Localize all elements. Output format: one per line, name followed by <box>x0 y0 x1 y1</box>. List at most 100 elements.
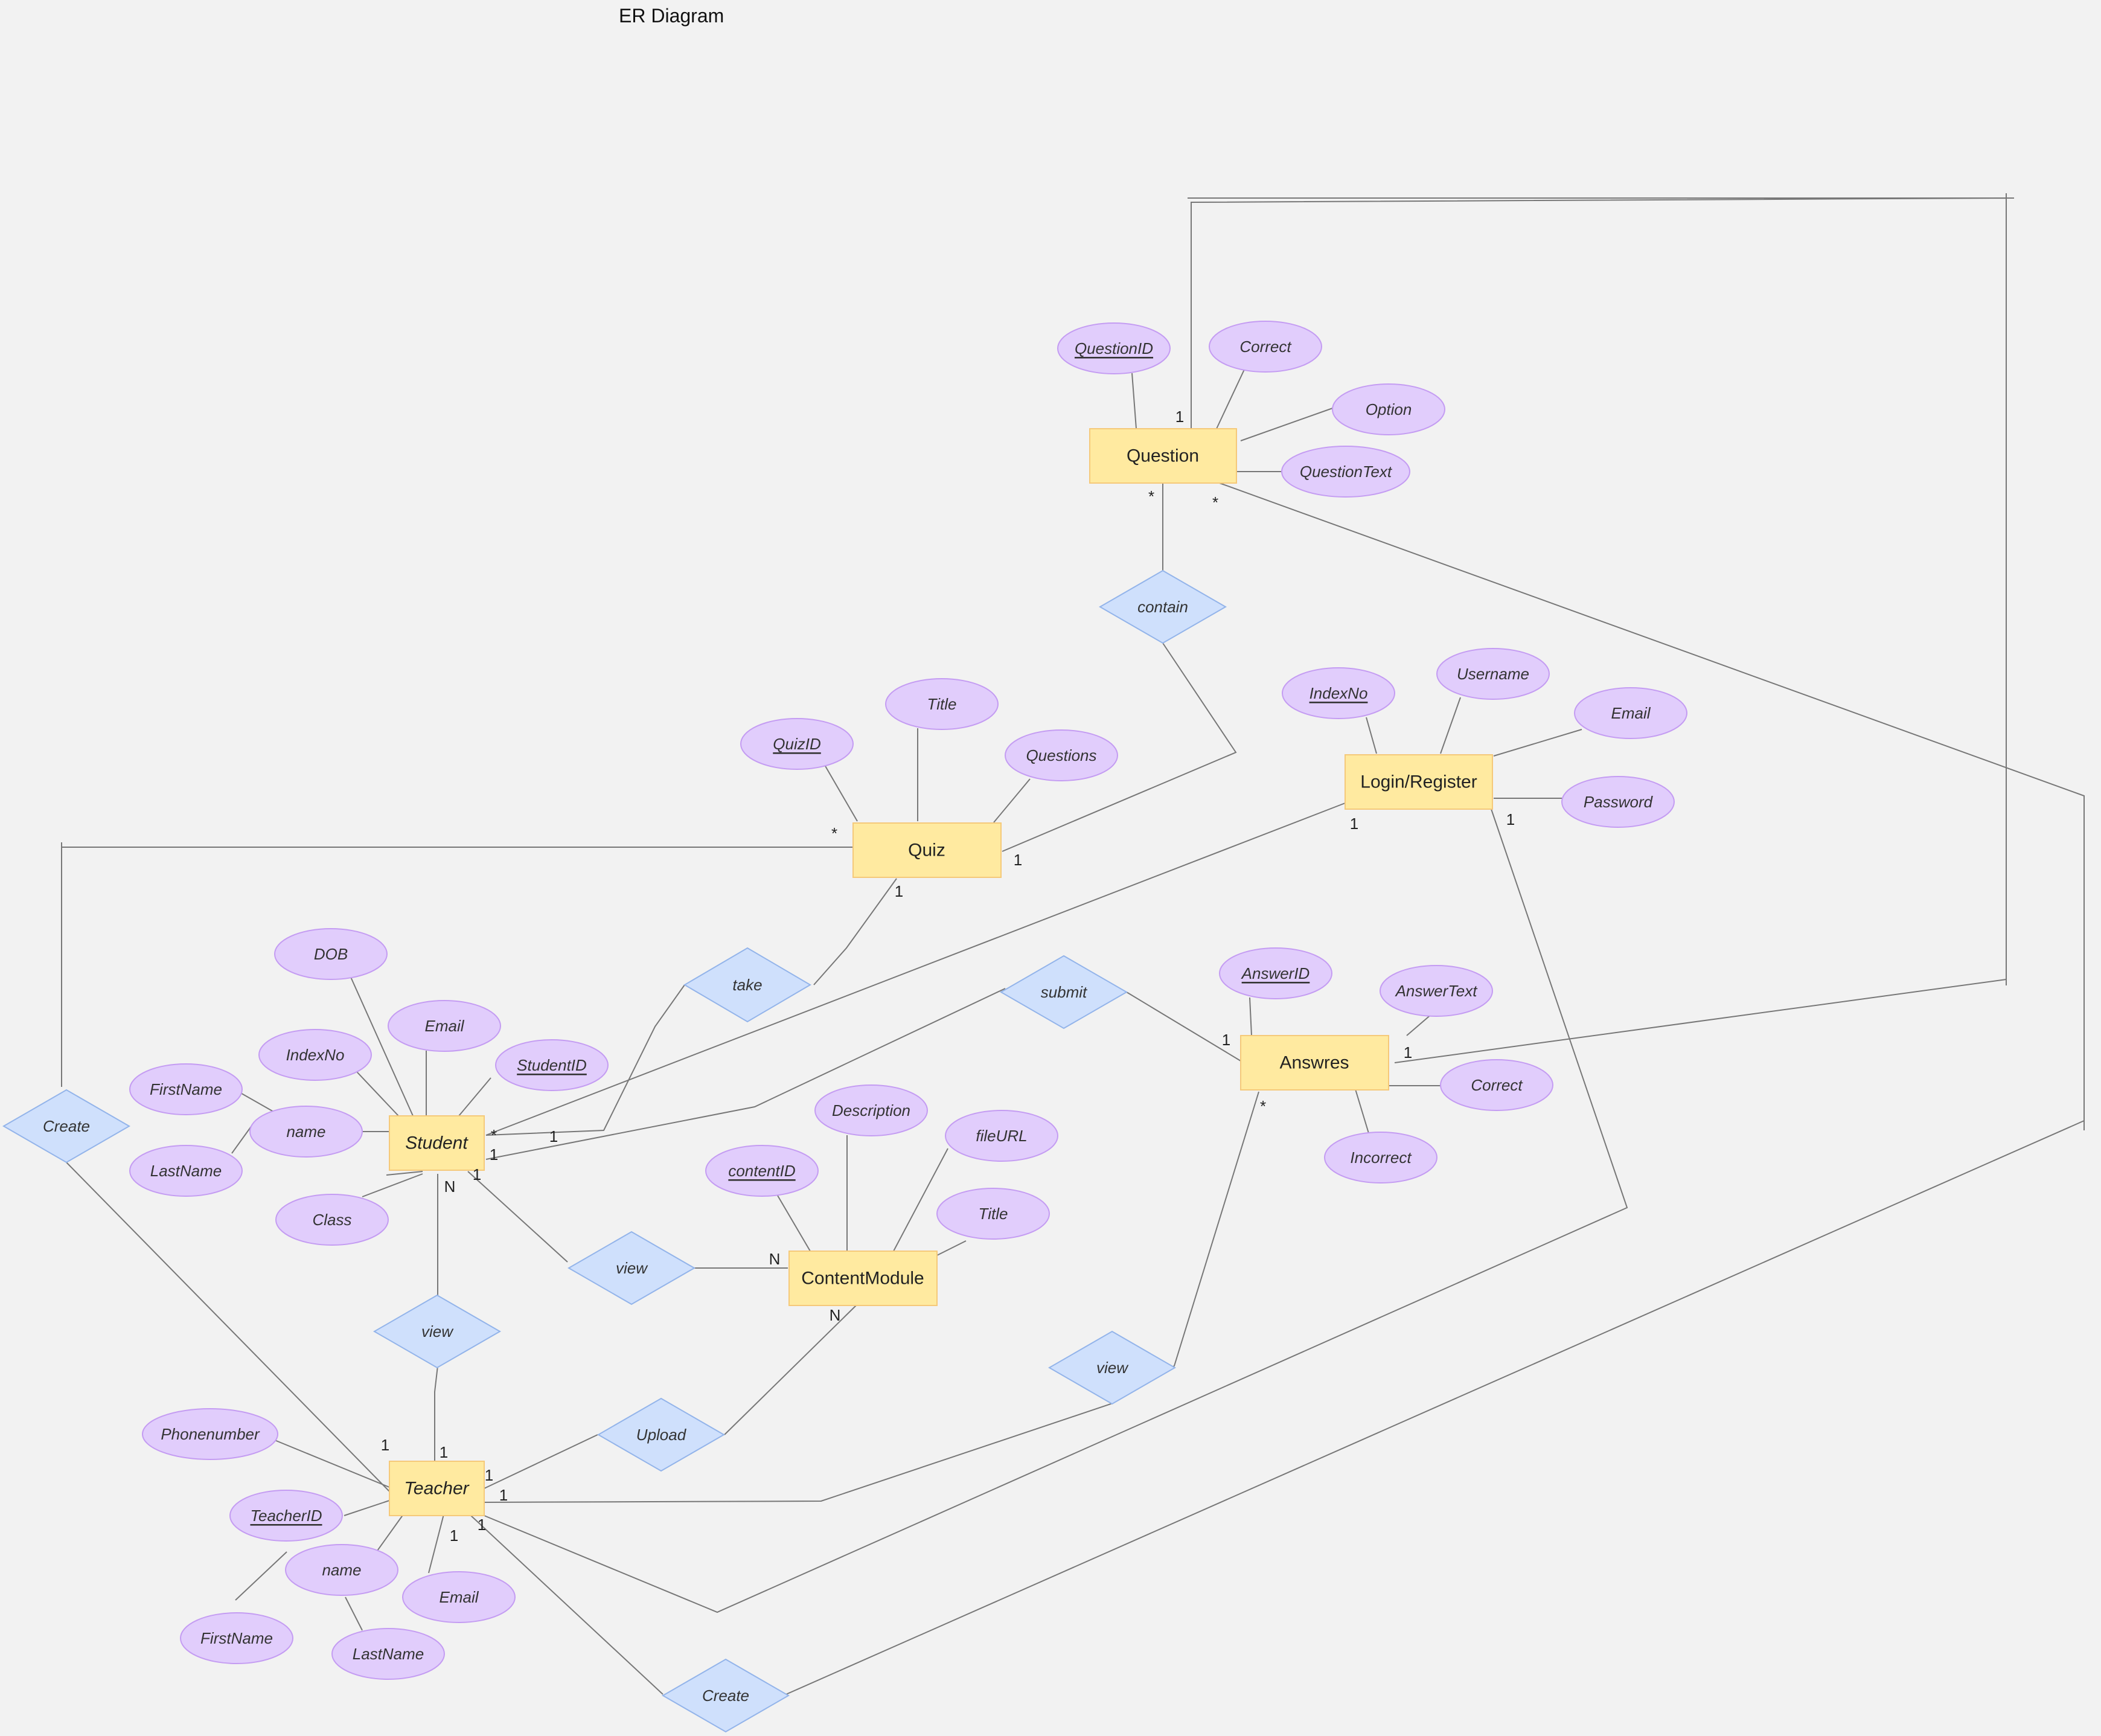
svg-text:LastName: LastName <box>150 1162 222 1180</box>
svg-text:LastName: LastName <box>353 1645 424 1663</box>
svg-text:contentID: contentID <box>728 1162 795 1180</box>
svg-text:Question: Question <box>1127 446 1199 466</box>
svg-text:IndexNo: IndexNo <box>1310 684 1368 702</box>
card-answers-view: * <box>1260 1097 1266 1115</box>
relationship-upload[interactable]: Upload <box>596 1397 726 1472</box>
attr-answer-text: AnswerText <box>1380 965 1493 1017</box>
card-student-view: N <box>444 1177 456 1196</box>
svg-text:Teacher: Teacher <box>404 1479 469 1499</box>
svg-text:Password: Password <box>1584 793 1654 811</box>
entity-student[interactable]: Student <box>389 1115 485 1171</box>
svg-text:Correct: Correct <box>1471 1076 1523 1094</box>
card-quiz-contain: 1 <box>1014 851 1022 869</box>
attr-student-email: Email <box>388 1000 501 1052</box>
attr-quiz-title: Title <box>885 678 999 730</box>
svg-text:Login/Register: Login/Register <box>1360 772 1477 792</box>
relationship-submit[interactable]: submit <box>999 955 1128 1030</box>
relationship-create-bottom[interactable]: Create <box>661 1658 790 1733</box>
attr-student-firstname: FirstName <box>129 1063 243 1115</box>
card-student-submit: 1 <box>549 1127 558 1145</box>
svg-text:Quiz: Quiz <box>908 841 945 860</box>
entity-login-register[interactable]: Login/Register <box>1345 754 1493 810</box>
attr-content-description: Description <box>814 1084 928 1136</box>
card-login-teacher: 1 <box>1506 810 1515 828</box>
svg-text:view: view <box>1096 1359 1129 1377</box>
card-question-top: 1 <box>1175 408 1184 426</box>
cardinality-labels: 1 * * * 1 1 1 1 * 1 1 1 N 1 1 * N N 1 1 … <box>381 408 1515 1545</box>
relationship-create-left[interactable]: Create <box>2 1089 131 1164</box>
svg-text:view: view <box>421 1322 454 1340</box>
card-content-view: N <box>769 1250 781 1268</box>
attr-teacher-lastname: LastName <box>331 1628 445 1680</box>
entity-quiz[interactable]: Quiz <box>852 822 1002 878</box>
attr-student-id: StudentID <box>495 1039 609 1091</box>
svg-text:Username: Username <box>1457 665 1529 683</box>
relationship-take[interactable]: take <box>683 947 811 1023</box>
card-teacher-answers: 1 <box>499 1486 508 1504</box>
card-teacher-upload: 1 <box>485 1466 493 1484</box>
entity-question[interactable]: Question <box>1089 428 1237 484</box>
card-student-take: 1 <box>490 1145 498 1164</box>
svg-text:IndexNo: IndexNo <box>286 1046 345 1064</box>
card-teacher-create: 1 <box>381 1436 389 1454</box>
attr-content-id: contentID <box>705 1145 819 1197</box>
card-question-right: * <box>1212 493 1218 511</box>
attr-answer-id: AnswerID <box>1219 947 1332 999</box>
svg-text:AnswerText: AnswerText <box>1395 982 1479 1000</box>
svg-text:name: name <box>322 1561 361 1579</box>
card-student-login: * <box>491 1126 497 1144</box>
svg-text:Correct: Correct <box>1239 338 1292 356</box>
attr-teacher-email: Email <box>402 1571 516 1623</box>
attr-student-indexno: IndexNo <box>258 1029 372 1081</box>
card-login-student: 1 <box>1350 815 1358 833</box>
svg-text:Create: Create <box>43 1117 90 1135</box>
attr-quiz-questions: Questions <box>1005 729 1118 781</box>
svg-text:Title: Title <box>979 1205 1008 1223</box>
relationship-view-student-teacher[interactable]: view <box>373 1294 502 1369</box>
attr-teacher-id: TeacherID <box>229 1490 343 1542</box>
svg-text:TeacherID: TeacherID <box>251 1507 322 1525</box>
svg-text:QuizID: QuizID <box>773 735 820 753</box>
svg-text:Email: Email <box>1611 704 1651 722</box>
card-quiz-left: * <box>831 824 837 842</box>
attr-student-lastname: LastName <box>129 1145 243 1197</box>
relationship-contain[interactable]: contain <box>1098 569 1227 644</box>
svg-text:ContentModule: ContentModule <box>801 1269 924 1289</box>
card-quiz-take: 1 <box>895 882 903 900</box>
svg-text:Questions: Questions <box>1026 746 1096 764</box>
card-answers-submit: 1 <box>1222 1031 1230 1049</box>
card-content-upload: N <box>830 1306 841 1324</box>
attr-question-text: QuestionText <box>1281 446 1410 498</box>
attr-quiz-id: QuizID <box>740 718 854 770</box>
card-teacher-question: 1 <box>478 1516 486 1534</box>
svg-text:take: take <box>732 976 762 994</box>
attr-content-title: Title <box>936 1188 1050 1240</box>
attr-answer-incorrect: Incorrect <box>1324 1132 1437 1183</box>
svg-text:FirstName: FirstName <box>200 1629 273 1647</box>
svg-text:fileURL: fileURL <box>976 1127 1027 1145</box>
card-answers-right: 1 <box>1404 1043 1412 1062</box>
svg-text:contain: contain <box>1137 598 1188 616</box>
svg-text:Student: Student <box>405 1133 468 1153</box>
attr-login-password: Password <box>1561 776 1675 828</box>
attr-login-username: Username <box>1436 648 1550 700</box>
svg-text:QuestionID: QuestionID <box>1075 339 1153 357</box>
entity-answers[interactable]: Answres <box>1240 1035 1389 1091</box>
attr-teacher-name: name <box>285 1544 398 1596</box>
attr-student-class: Class <box>275 1194 389 1246</box>
card-teacher-login: 1 <box>450 1526 458 1545</box>
card-question-contain: * <box>1148 487 1154 505</box>
entity-teacher[interactable]: Teacher <box>389 1461 485 1516</box>
svg-text:FirstName: FirstName <box>150 1080 222 1098</box>
svg-text:Title: Title <box>927 695 957 713</box>
relationship-view-content[interactable]: view <box>567 1231 696 1305</box>
relationship-view-answers[interactable]: view <box>1047 1330 1177 1405</box>
svg-text:Create: Create <box>702 1686 749 1705</box>
entity-content-module[interactable]: ContentModule <box>788 1251 938 1306</box>
svg-text:Answres: Answres <box>1279 1053 1349 1073</box>
svg-text:Email: Email <box>424 1017 464 1035</box>
card-student-quiz: 1 <box>473 1165 481 1183</box>
svg-text:Upload: Upload <box>636 1426 687 1444</box>
svg-text:Phonenumber: Phonenumber <box>161 1425 260 1443</box>
